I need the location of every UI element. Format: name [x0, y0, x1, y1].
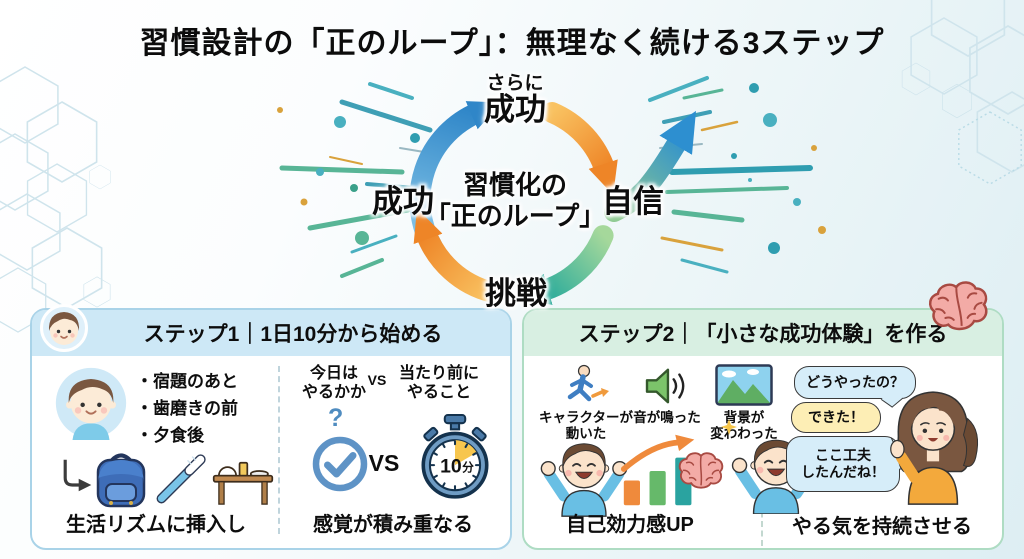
landscape-icon: [696, 362, 792, 406]
loop-label-challenge: 挑戦: [485, 276, 547, 311]
compare-right-text: 当たり前に やること: [398, 365, 479, 401]
speech-bubble-done: できた！: [791, 402, 881, 433]
speech-bubble-how: どうやったの？: [794, 366, 916, 399]
brain-small-icon: [678, 452, 724, 489]
sparkle-icon: [721, 419, 737, 435]
page-title: 習慣設計の「正のループ」：無理なく続ける3ステップ: [139, 27, 885, 60]
question-mark: ?: [328, 404, 344, 432]
dining-table-icon: [212, 461, 274, 505]
check-circle-icon: [312, 436, 368, 492]
timing-bullet-list: ・宿題のあと ・歯磨きの前 ・夕食後: [136, 368, 238, 449]
boy-avatar: [55, 367, 127, 440]
speaker-icon: [619, 362, 715, 406]
trigger-character-moved: キャラクターが 動いた: [536, 362, 636, 442]
loop-center-label: 習慣化の 「正のループ」: [424, 170, 606, 231]
vs-text-large: VS: [368, 450, 400, 476]
brain-icon: [928, 281, 988, 331]
step2-panel: ステップ2｜「小さな成功体験」を作る キャラクターが 動いた: [522, 308, 1004, 550]
bullet-before-toothbrush: ・歯磨きの前: [136, 399, 238, 418]
timer-unit: 分: [462, 460, 474, 474]
step2-caption-right: やる気を持続させる: [792, 516, 972, 538]
cheering-boy-icon: [540, 443, 628, 517]
step1-header: ステップ1｜1日10分から始める: [32, 310, 510, 356]
step1-divider: [278, 366, 280, 534]
step1-header-label: ステップ1｜1日10分から始める: [143, 323, 443, 346]
toothbrush-icon: [156, 454, 206, 504]
step2-divider: [761, 502, 763, 546]
compare-left-text: 今日は やるかか: [301, 365, 366, 401]
stopwatch-icon: 10 分: [421, 414, 489, 499]
trigger-sound-played: 音が鳴った: [619, 362, 715, 426]
vs-text-small: VS: [367, 372, 387, 388]
boy-face-icon: [40, 304, 88, 352]
bullet-after-homework: ・宿題のあと: [136, 372, 238, 391]
backpack-icon: [96, 453, 146, 508]
step1-caption-right: 感覚が積み重なる: [313, 514, 473, 536]
step2-header: ステップ2｜「小さな成功体験」を作る: [524, 310, 1002, 356]
mother-icon: [890, 391, 979, 505]
elbow-arrow-icon: [63, 459, 92, 492]
running-person-icon: [536, 362, 636, 406]
loop-label-more-success: さらに 成功: [484, 73, 546, 127]
speech-bubble-praise: ここ工夫 したんだね！: [786, 436, 900, 492]
step2-header-label: ステップ2｜「小さな成功体験」を作る: [578, 323, 948, 346]
bullet-after-dinner: ・夕食後: [136, 426, 204, 445]
step1-caption-left: 生活リズムに挿入し: [66, 514, 246, 536]
trigger-background-changed: 背景が 変わわった: [696, 362, 792, 442]
step2-caption-left: 自己効力感UP: [566, 514, 694, 536]
timer-value: 10: [440, 455, 462, 477]
step1-panel: ステップ1｜1日10分から始める ・宿題のあと ・歯磨きの前 ・夕食後: [30, 304, 512, 550]
